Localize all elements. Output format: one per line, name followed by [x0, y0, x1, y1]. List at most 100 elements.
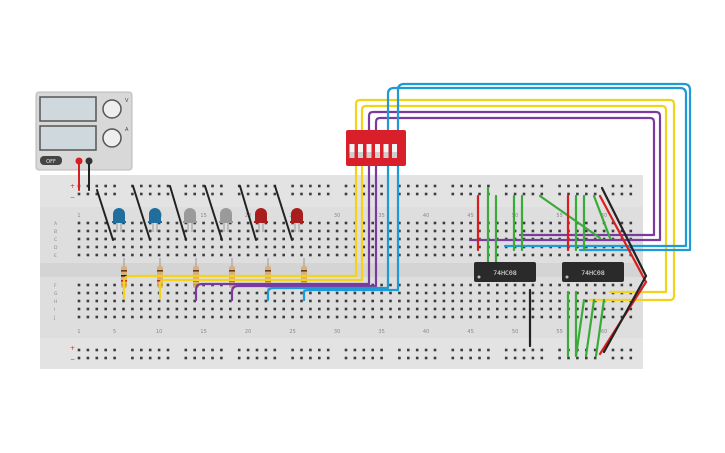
breadboard-hole[interactable] — [77, 253, 81, 257]
breadboard-hole[interactable] — [380, 245, 383, 249]
breadboard-hole[interactable] — [157, 229, 161, 233]
breadboard-hole[interactable] — [433, 221, 437, 225]
breadboard-hole[interactable] — [211, 221, 214, 225]
breadboard-hole[interactable] — [326, 307, 330, 311]
breadboard-hole[interactable] — [318, 299, 321, 303]
rail-hole[interactable] — [264, 348, 268, 352]
rail-hole[interactable] — [237, 192, 241, 196]
breadboard-hole[interactable] — [415, 315, 419, 319]
breadboard-hole[interactable] — [549, 229, 552, 233]
rail-hole[interactable] — [504, 356, 508, 360]
breadboard-hole[interactable] — [193, 237, 196, 241]
breadboard-hole[interactable] — [380, 229, 383, 233]
breadboard-hole[interactable] — [220, 299, 223, 303]
breadboard-hole[interactable] — [487, 283, 490, 287]
breadboard-hole[interactable] — [273, 291, 277, 295]
breadboard-hole[interactable] — [451, 315, 455, 319]
breadboard-hole[interactable] — [424, 245, 428, 249]
rail-hole[interactable] — [246, 348, 250, 352]
breadboard-hole[interactable] — [540, 229, 544, 233]
rail-hole[interactable] — [611, 348, 615, 352]
rail-hole[interactable] — [148, 184, 152, 188]
breadboard-hole[interactable] — [237, 291, 241, 295]
breadboard-hole[interactable] — [398, 307, 401, 311]
breadboard-hole[interactable] — [220, 315, 223, 319]
rail-hole[interactable] — [140, 356, 143, 360]
breadboard-hole[interactable] — [353, 315, 357, 319]
rail-hole[interactable] — [371, 348, 374, 352]
rail-hole[interactable] — [585, 184, 588, 188]
breadboard-hole[interactable] — [504, 221, 508, 225]
breadboard-hole[interactable] — [531, 307, 535, 311]
power-supply[interactable]: V A OFF — [35, 91, 133, 171]
breadboard-hole[interactable] — [344, 253, 348, 257]
breadboard-hole[interactable] — [104, 307, 107, 311]
breadboard-hole[interactable] — [148, 291, 152, 295]
rail-hole[interactable] — [415, 184, 419, 188]
breadboard-hole[interactable] — [451, 237, 455, 241]
rail-hole[interactable] — [487, 184, 490, 188]
rail-hole[interactable] — [157, 192, 161, 196]
rail-hole[interactable] — [193, 184, 196, 188]
breadboard-hole[interactable] — [362, 299, 366, 303]
breadboard-hole[interactable] — [460, 253, 463, 257]
breadboard-hole[interactable] — [131, 253, 134, 257]
breadboard-hole[interactable] — [184, 283, 188, 287]
breadboard-hole[interactable] — [353, 307, 357, 311]
rail-hole[interactable] — [344, 192, 348, 196]
breadboard-hole[interactable] — [344, 245, 348, 249]
breadboard-hole[interactable] — [558, 291, 561, 295]
breadboard-hole[interactable] — [593, 229, 597, 233]
breadboard-hole[interactable] — [585, 307, 588, 311]
rail-hole[interactable] — [77, 356, 81, 360]
rail-hole[interactable] — [255, 348, 259, 352]
rail-hole[interactable] — [469, 192, 472, 196]
breadboard-hole[interactable] — [95, 299, 99, 303]
breadboard-hole[interactable] — [202, 253, 205, 257]
breadboard-hole[interactable] — [371, 291, 374, 295]
breadboard-hole[interactable] — [273, 245, 277, 249]
breadboard-hole[interactable] — [362, 307, 366, 311]
rail-hole[interactable] — [184, 348, 188, 352]
breadboard-hole[interactable] — [184, 229, 188, 233]
breadboard-hole[interactable] — [389, 221, 392, 225]
breadboard-hole[interactable] — [496, 291, 499, 295]
rail-hole[interactable] — [540, 192, 544, 196]
rail-hole[interactable] — [246, 192, 250, 196]
rail-hole[interactable] — [140, 184, 143, 188]
breadboard-hole[interactable] — [469, 307, 472, 311]
breadboard-hole[interactable] — [522, 221, 526, 225]
breadboard-hole[interactable] — [398, 245, 401, 249]
breadboard-hole[interactable] — [585, 315, 588, 319]
breadboard-hole[interactable] — [442, 291, 446, 295]
breadboard-hole[interactable] — [558, 307, 561, 311]
breadboard-hole[interactable] — [531, 221, 535, 225]
rail-hole[interactable] — [504, 348, 508, 352]
breadboard-hole[interactable] — [255, 253, 259, 257]
breadboard-hole[interactable] — [415, 299, 419, 303]
led-blue[interactable] — [112, 208, 126, 232]
breadboard-hole[interactable] — [496, 229, 499, 233]
breadboard-hole[interactable] — [166, 237, 170, 241]
breadboard-hole[interactable] — [309, 291, 312, 295]
breadboard-hole[interactable] — [424, 307, 428, 311]
breadboard-hole[interactable] — [229, 253, 232, 257]
positive-terminal[interactable] — [75, 157, 83, 165]
breadboard-hole[interactable] — [140, 253, 143, 257]
breadboard-hole[interactable] — [415, 237, 419, 241]
breadboard-hole[interactable] — [353, 291, 357, 295]
rail-hole[interactable] — [211, 356, 214, 360]
breadboard-hole[interactable] — [229, 237, 232, 241]
rail-hole[interactable] — [344, 184, 348, 188]
rail-hole[interactable] — [193, 356, 196, 360]
rail-hole[interactable] — [629, 356, 633, 360]
breadboard-hole[interactable] — [415, 307, 419, 311]
breadboard-hole[interactable] — [202, 237, 205, 241]
breadboard-hole[interactable] — [282, 245, 285, 249]
breadboard-hole[interactable] — [629, 221, 633, 225]
breadboard-hole[interactable] — [335, 291, 339, 295]
breadboard-hole[interactable] — [326, 221, 330, 225]
rail-hole[interactable] — [193, 192, 196, 196]
breadboard-hole[interactable] — [318, 237, 321, 241]
breadboard-hole[interactable] — [140, 299, 143, 303]
